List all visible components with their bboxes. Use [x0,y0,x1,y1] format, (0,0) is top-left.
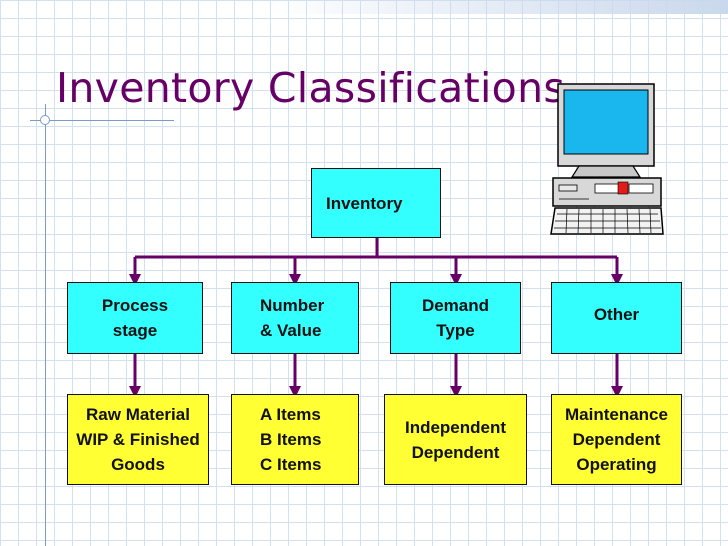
detail-label-process-stage: Raw Material WIP & Finished Goods [76,405,200,474]
category-node-other: Other [551,282,682,354]
category-label-other: Other [593,304,640,324]
detail-node-process-stage: Raw Material WIP & Finished Goods [67,394,209,485]
left-margin-line [45,104,46,546]
detail-node-number-value: A Items B Items C Items [231,394,359,485]
detail-node-demand-type: Independent Dependent [384,394,527,485]
category-node-demand-type: Demand Type [390,282,521,354]
root-node-inventory: Inventory [311,168,441,238]
category-node-number-value: Number & Value [231,282,359,354]
detail-node-other: Maintenance Dependent Operating [551,394,682,485]
detail-label-number-value: A Items B Items C Items [260,405,322,474]
title-underline [30,120,174,121]
category-label-number-value: Number & Value [260,296,325,340]
category-node-process-stage: Process stage [67,282,203,354]
slide-title: Inventory Classifications [56,64,566,112]
desktop-computer-icon [550,83,664,235]
top-gradient-bar [265,0,728,14]
category-label-demand-type: Demand Type [421,296,490,340]
detail-label-demand-type: Independent Dependent [404,417,507,462]
root-node-label: Inventory [326,194,403,213]
category-label-process-stage: Process stage [101,296,169,340]
title-rule-dot [40,115,50,125]
detail-label-other: Maintenance Dependent Operating [565,405,668,474]
